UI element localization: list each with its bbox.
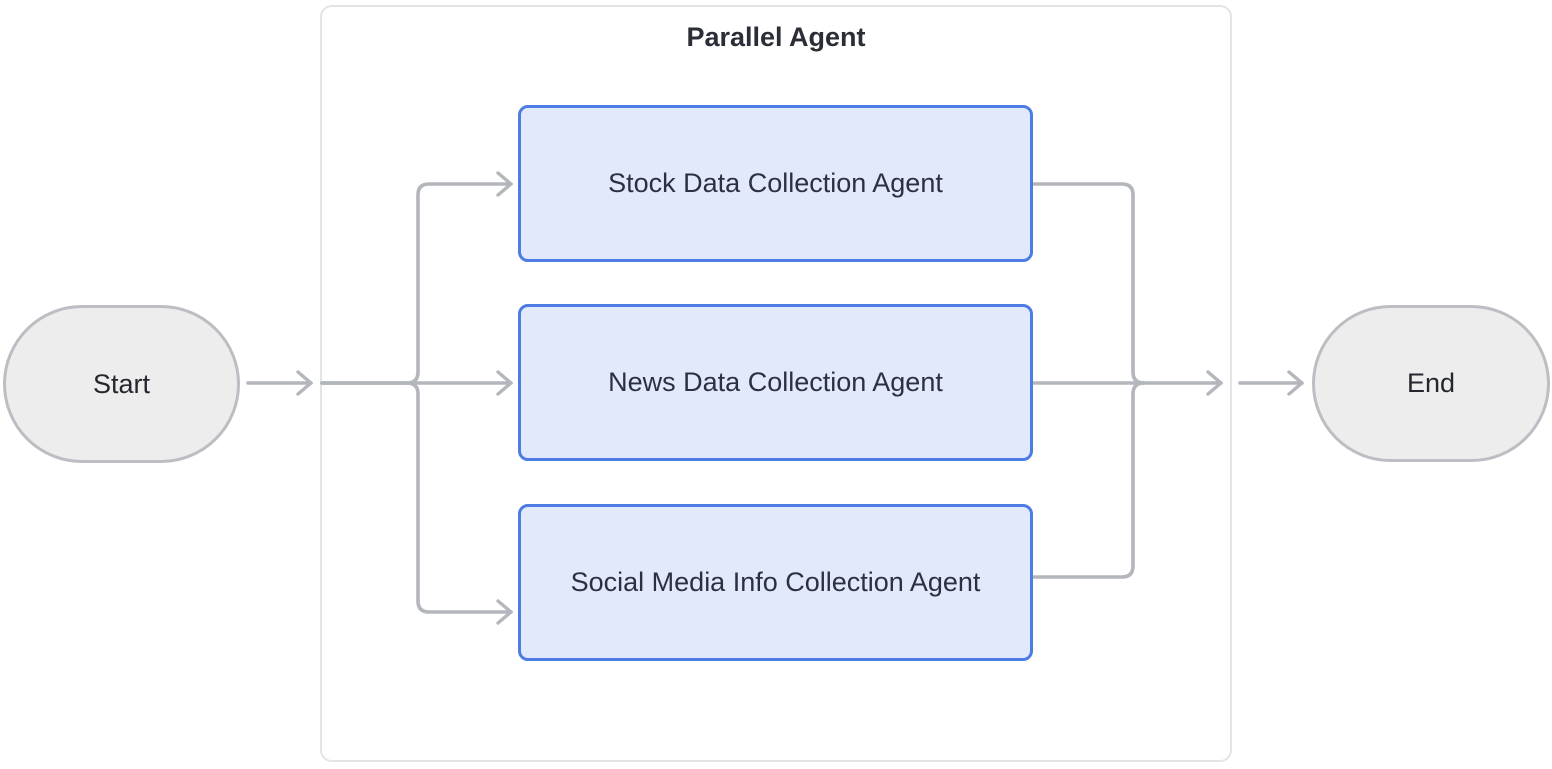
node-start: Start (3, 305, 240, 463)
stock-agent-label: Stock Data Collection Agent (608, 168, 943, 198)
start-label: Start (92, 368, 151, 399)
social-agent-label: Social Media Info Collection Agent (570, 567, 981, 597)
parallel-agent-title: Parallel Agent (686, 22, 866, 52)
news-agent-label: News Data Collection Agent (608, 367, 943, 397)
node-stock-data-collection-agent: Stock Data Collection Agent (518, 105, 1033, 262)
end-label: End (1406, 368, 1456, 398)
node-news-data-collection-agent: News Data Collection Agent (518, 304, 1033, 461)
node-end: End (1312, 305, 1550, 462)
node-social-media-info-collection-agent: Social Media Info Collection Agent (518, 504, 1033, 661)
